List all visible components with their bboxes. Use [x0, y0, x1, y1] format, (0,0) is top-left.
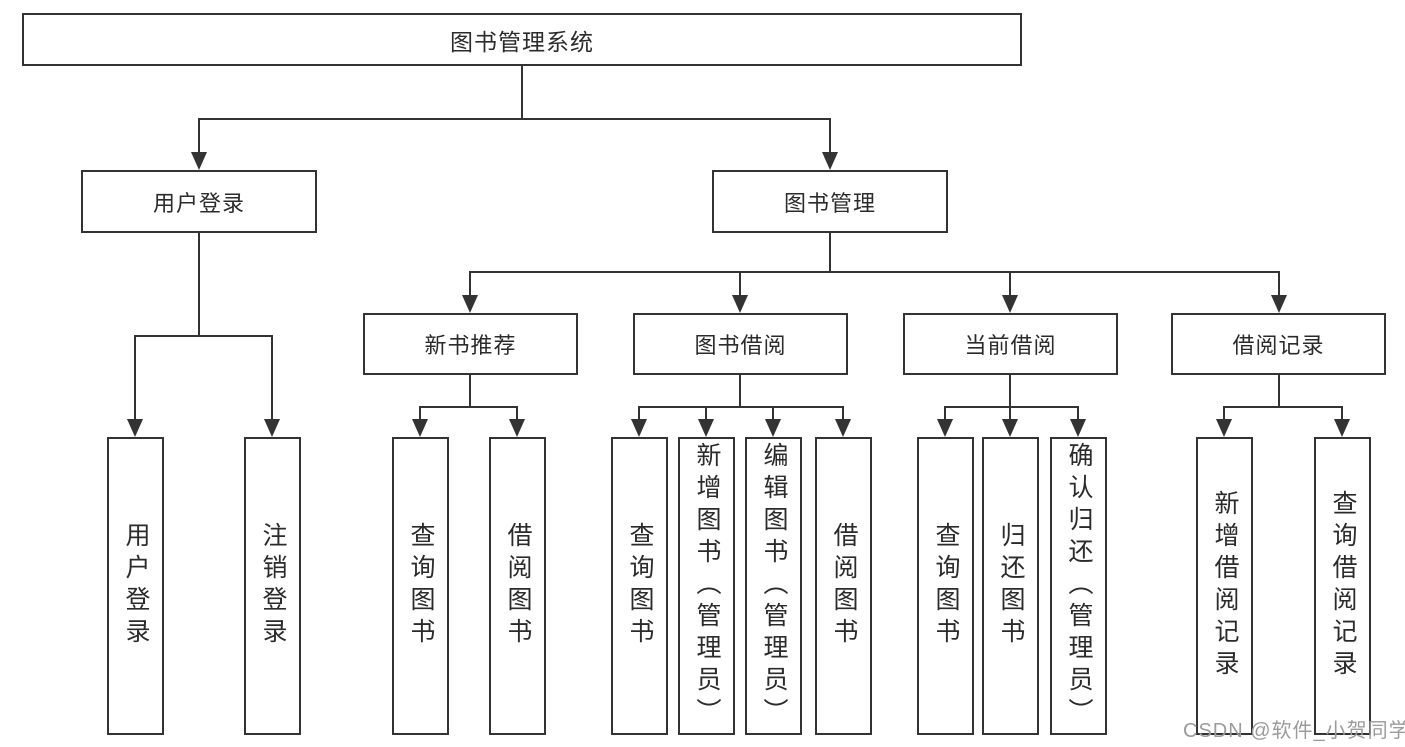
- connector-root-branch: [198, 118, 831, 120]
- arrow-down-icon: [732, 295, 748, 313]
- leaf-query-books-1-label: 查询图书: [407, 522, 435, 650]
- connector-section3-stem: [1009, 375, 1011, 408]
- leaf-confirm-return-admin: 确认归还（管理员）: [1050, 437, 1107, 735]
- node-book-borrowing-label: 图书借阅: [694, 333, 787, 358]
- leaf-return-books-label: 归还图书: [997, 522, 1025, 650]
- leaf-borrow-books-1: 借阅图书: [489, 437, 546, 735]
- node-user-login-label: 用户登录: [152, 190, 245, 216]
- connector-to-book-borrowing: [739, 271, 741, 296]
- leaf-add-borrow-record: 新增借阅记录: [1196, 437, 1253, 735]
- node-current-borrowing-label: 当前借阅: [964, 333, 1057, 358]
- node-root: 图书管理系统: [22, 13, 1022, 66]
- leaf-user-login: 用户登录: [107, 437, 164, 735]
- arrow-down-icon: [127, 419, 143, 437]
- connector-section4-drop1: [1223, 406, 1225, 420]
- leaf-query-books-2-label: 查询图书: [626, 522, 654, 650]
- arrow-down-icon: [509, 419, 525, 437]
- leaf-logout-label: 注销登录: [259, 522, 287, 650]
- leaf-logout: 注销登录: [244, 437, 301, 735]
- connector-mgmt-stem: [829, 233, 831, 273]
- node-new-book-recommendation-label: 新书推荐: [424, 333, 517, 358]
- connector-to-borrowing-records: [1278, 271, 1280, 296]
- node-borrowing-records: 借阅记录: [1171, 313, 1386, 375]
- connector-root-stem: [521, 66, 523, 118]
- leaf-query-books-3-label: 查询图书: [932, 522, 960, 650]
- arrow-down-icon: [1002, 419, 1018, 437]
- arrow-down-icon: [765, 419, 781, 437]
- leaf-user-login-label: 用户登录: [122, 522, 150, 650]
- leaf-borrow-books-2: 借阅图书: [815, 437, 872, 735]
- arrow-down-icon: [631, 419, 647, 437]
- connector-section1-drop2: [516, 406, 518, 420]
- leaf-add-books-admin: 新增图书（管理员）: [678, 437, 735, 735]
- arrow-down-icon: [937, 419, 953, 437]
- connector-section2-branch: [638, 406, 844, 408]
- node-book-management: 图书管理: [712, 170, 948, 233]
- node-book-borrowing: 图书借阅: [633, 313, 848, 375]
- connector-section2-drop4: [842, 406, 844, 420]
- connector-section4-drop2: [1341, 406, 1343, 420]
- leaf-query-books-2: 查询图书: [611, 437, 668, 735]
- leaf-borrow-books-1-label: 借阅图书: [504, 522, 532, 650]
- connector-to-leaf-user-login: [134, 335, 136, 420]
- connector-section4-branch: [1223, 406, 1343, 408]
- connector-login-branch: [134, 335, 273, 337]
- arrow-down-icon: [1334, 419, 1350, 437]
- arrow-down-icon: [1070, 419, 1086, 437]
- arrow-down-icon: [1271, 295, 1287, 313]
- leaf-edit-books-admin: 编辑图书（管理员）: [745, 437, 802, 735]
- connector-section2-drop1: [638, 406, 640, 420]
- leaf-borrow-books-2-label: 借阅图书: [830, 522, 858, 650]
- connector-section3-branch: [944, 406, 1079, 408]
- connector-section1-drop1: [419, 406, 421, 420]
- leaf-return-books: 归还图书: [982, 437, 1039, 735]
- connector-section3-drop3: [1077, 406, 1079, 420]
- leaf-edit-books-admin-label: 编辑图书（管理员）: [760, 442, 788, 730]
- leaf-confirm-return-admin-label: 确认归还（管理员）: [1065, 442, 1093, 730]
- arrow-down-icon: [835, 419, 851, 437]
- leaf-query-borrow-record: 查询借阅记录: [1314, 437, 1371, 735]
- arrow-down-icon: [462, 295, 478, 313]
- connector-to-book-management: [829, 118, 831, 153]
- connector-login-stem: [198, 233, 200, 337]
- arrow-down-icon: [264, 419, 280, 437]
- arrow-down-icon: [191, 152, 207, 170]
- leaf-add-borrow-record-label: 新增借阅记录: [1211, 490, 1239, 682]
- connector-section4-stem: [1278, 375, 1280, 408]
- arrow-down-icon: [412, 419, 428, 437]
- leaf-query-books-3: 查询图书: [917, 437, 974, 735]
- connector-to-leaf-logout: [271, 335, 273, 420]
- node-user-login: 用户登录: [81, 170, 317, 233]
- connector-section3-drop2: [1009, 406, 1011, 420]
- connector-section2-stem: [739, 375, 741, 408]
- leaf-add-books-admin-label: 新增图书（管理员）: [693, 442, 721, 730]
- arrow-down-icon: [698, 419, 714, 437]
- node-borrowing-records-label: 借阅记录: [1232, 333, 1325, 358]
- arrow-down-icon: [1216, 419, 1232, 437]
- connector-section2-drop2: [705, 406, 707, 420]
- csdn-watermark: CSDN @软件_小贺同学: [1183, 720, 1405, 742]
- leaf-query-books-1: 查询图书: [392, 437, 449, 735]
- node-root-label: 图书管理系统: [450, 28, 594, 55]
- connector-to-current-borrowing: [1009, 271, 1011, 296]
- connector-section3-drop1: [944, 406, 946, 420]
- node-new-book-recommendation: 新书推荐: [363, 313, 578, 375]
- connector-section1-stem: [469, 375, 471, 408]
- arrow-down-icon: [822, 152, 838, 170]
- connector-to-new-book: [469, 271, 471, 296]
- leaf-query-borrow-record-label: 查询借阅记录: [1329, 490, 1357, 682]
- arrow-down-icon: [1002, 295, 1018, 313]
- connector-mgmt-branch: [469, 271, 1280, 273]
- node-current-borrowing: 当前借阅: [903, 313, 1118, 375]
- node-book-management-label: 图书管理: [783, 190, 876, 216]
- connector-to-user-login: [198, 118, 200, 153]
- connector-section1-branch: [419, 406, 518, 408]
- connector-section2-drop3: [772, 406, 774, 420]
